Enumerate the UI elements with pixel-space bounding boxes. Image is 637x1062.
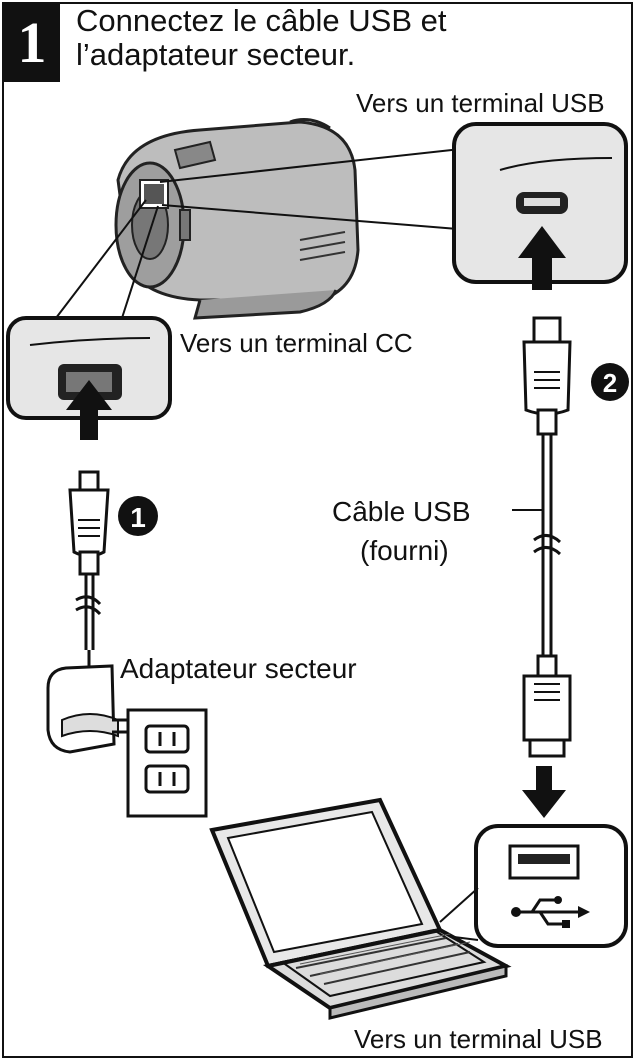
callout-line [55,199,147,319]
usb-port-icon [452,122,628,284]
callout-2-marker: 2 [591,363,629,401]
usb-cable-label: Câble USB [332,496,471,527]
callout-line [159,147,471,183]
usb-terminal-top-label: Vers un terminal USB [356,88,605,118]
ac-adapter-icon [46,650,132,754]
wall-outlet-icon [126,708,208,818]
callout-1-marker: 1 [118,496,158,536]
step-number-badge: 1 [4,4,60,82]
step-title-line-1: Connectez le câble USB et [76,3,447,38]
callout-line [439,887,479,923]
callout-line [121,205,159,319]
arrow-down-usb [522,766,566,818]
callout-1-text: 1 [130,502,146,533]
usb-symbol-icon [474,824,628,948]
dc-terminal-label: Vers un terminal CC [180,328,413,358]
ac-adapter-label: Adaptateur secteur [120,653,357,684]
step-title-line-2: l’adaptateur secteur. [76,37,356,72]
usb-cable-supplied-label: (fourni) [360,535,449,566]
step-title: Connectez le câble USB et l’adaptateur s… [76,4,616,72]
dc-plug [68,470,110,650]
callout-2-text: 2 [603,368,617,398]
arrow-up-dc [66,380,112,440]
arrow-up-usb [518,226,566,290]
laptop-icon [209,797,512,1020]
usb-cable [512,316,572,758]
usb-terminal-bottom-label: Vers un terminal USB [354,1024,603,1054]
callout-line [161,204,471,231]
dc-port-icon [6,316,172,420]
